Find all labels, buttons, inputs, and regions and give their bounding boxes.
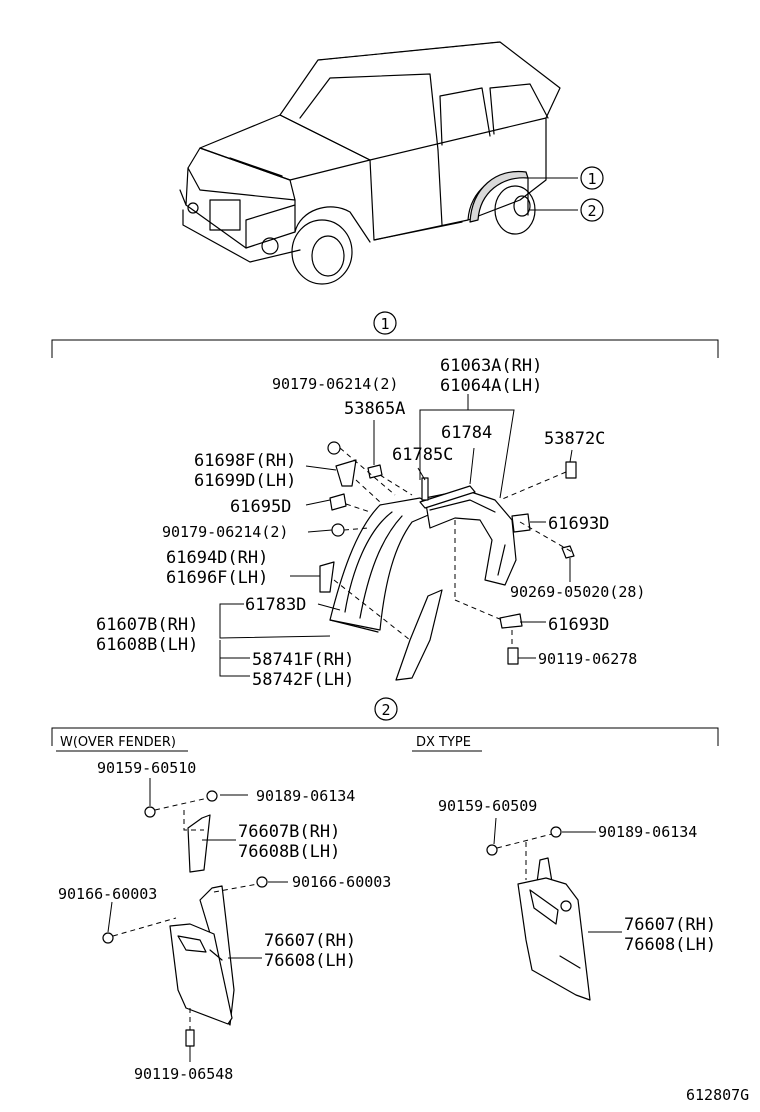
label-90189-06134-b: 90189-06134 [598, 823, 697, 841]
label-61064a: 61064A(LH) [440, 376, 542, 396]
label-61607b: 61607B(RH) [96, 615, 198, 635]
callout-1-section: 1 [373, 311, 397, 335]
label-61694d: 61694D(RH) [166, 548, 268, 568]
label-61696f: 61696F(LH) [166, 568, 268, 588]
label-90119-06548: 90119-06548 [134, 1065, 233, 1083]
label-90179-b: 90179-06214(2) [162, 523, 288, 541]
label-76607b: 76607B(RH) [238, 822, 340, 842]
svg-text:2: 2 [587, 202, 596, 220]
label-90179-a: 90179-06214(2) [272, 375, 398, 393]
label-61784: 61784 [441, 423, 492, 443]
svg-text:2: 2 [381, 701, 390, 719]
label-53872c: 53872C [544, 429, 605, 449]
callout-2-section: 2 [374, 697, 398, 721]
callout-2-top: 2 [580, 198, 604, 222]
header-over-fender: W(OVER FENDER) [60, 735, 176, 750]
label-61695d: 61695D [230, 497, 291, 517]
label-90119-a: 90119-06278 [538, 650, 637, 668]
label-61693d-b: 61693D [548, 615, 609, 635]
callout-1-top: 1 [580, 166, 604, 190]
svg-text:1: 1 [587, 170, 596, 188]
mudguard-dx-type [486, 817, 622, 1001]
label-76608-b: 76608(LH) [624, 935, 716, 955]
label-61608b: 61608B(LH) [96, 635, 198, 655]
label-61063a: 61063A(RH) [440, 356, 542, 376]
label-61693d-a: 61693D [548, 514, 609, 534]
header-dx-type: DX TYPE [416, 735, 471, 750]
label-58741f: 58741F(RH) [252, 650, 354, 670]
labels-section-1: 61063A(RH) 61064A(LH) 90179-06214(2) 538… [96, 356, 645, 690]
label-61783d: 61783D [245, 595, 306, 615]
over-fender-assembly [329, 485, 517, 681]
mudguard-over-fender [102, 778, 288, 1062]
label-58742f: 58742F(LH) [252, 670, 354, 690]
label-90166-a: 90166-60003 [58, 885, 157, 903]
label-76607-a: 76607(RH) [264, 931, 356, 951]
vehicle-illustration [179, 41, 578, 285]
section-1-bracket [51, 339, 719, 358]
section-2-bracket [51, 727, 719, 746]
label-61698f: 61698F(RH) [194, 451, 296, 471]
label-90189-06134-a: 90189-06134 [256, 787, 355, 805]
label-90159-60510: 90159-60510 [97, 759, 196, 777]
label-76607-b: 76607(RH) [624, 915, 716, 935]
fasteners-section-1 [319, 441, 577, 665]
label-76608-a: 76608(LH) [264, 951, 356, 971]
label-90166-b: 90166-60003 [292, 873, 391, 891]
label-90159-60509: 90159-60509 [438, 797, 537, 815]
label-61785c: 61785C [392, 445, 453, 465]
figure-id: 612807G [686, 1086, 749, 1104]
svg-text:1: 1 [380, 315, 389, 333]
labels-section-2: 90159-60510 90189-06134 90159-60509 7660… [58, 759, 716, 1083]
leader-lines-section-1 [219, 394, 573, 677]
label-61699d: 61699D(LH) [194, 471, 296, 491]
label-53865a: 53865A [344, 399, 405, 419]
label-90269: 90269-05020(28) [510, 583, 645, 601]
label-76608b: 76608B(LH) [238, 842, 340, 862]
